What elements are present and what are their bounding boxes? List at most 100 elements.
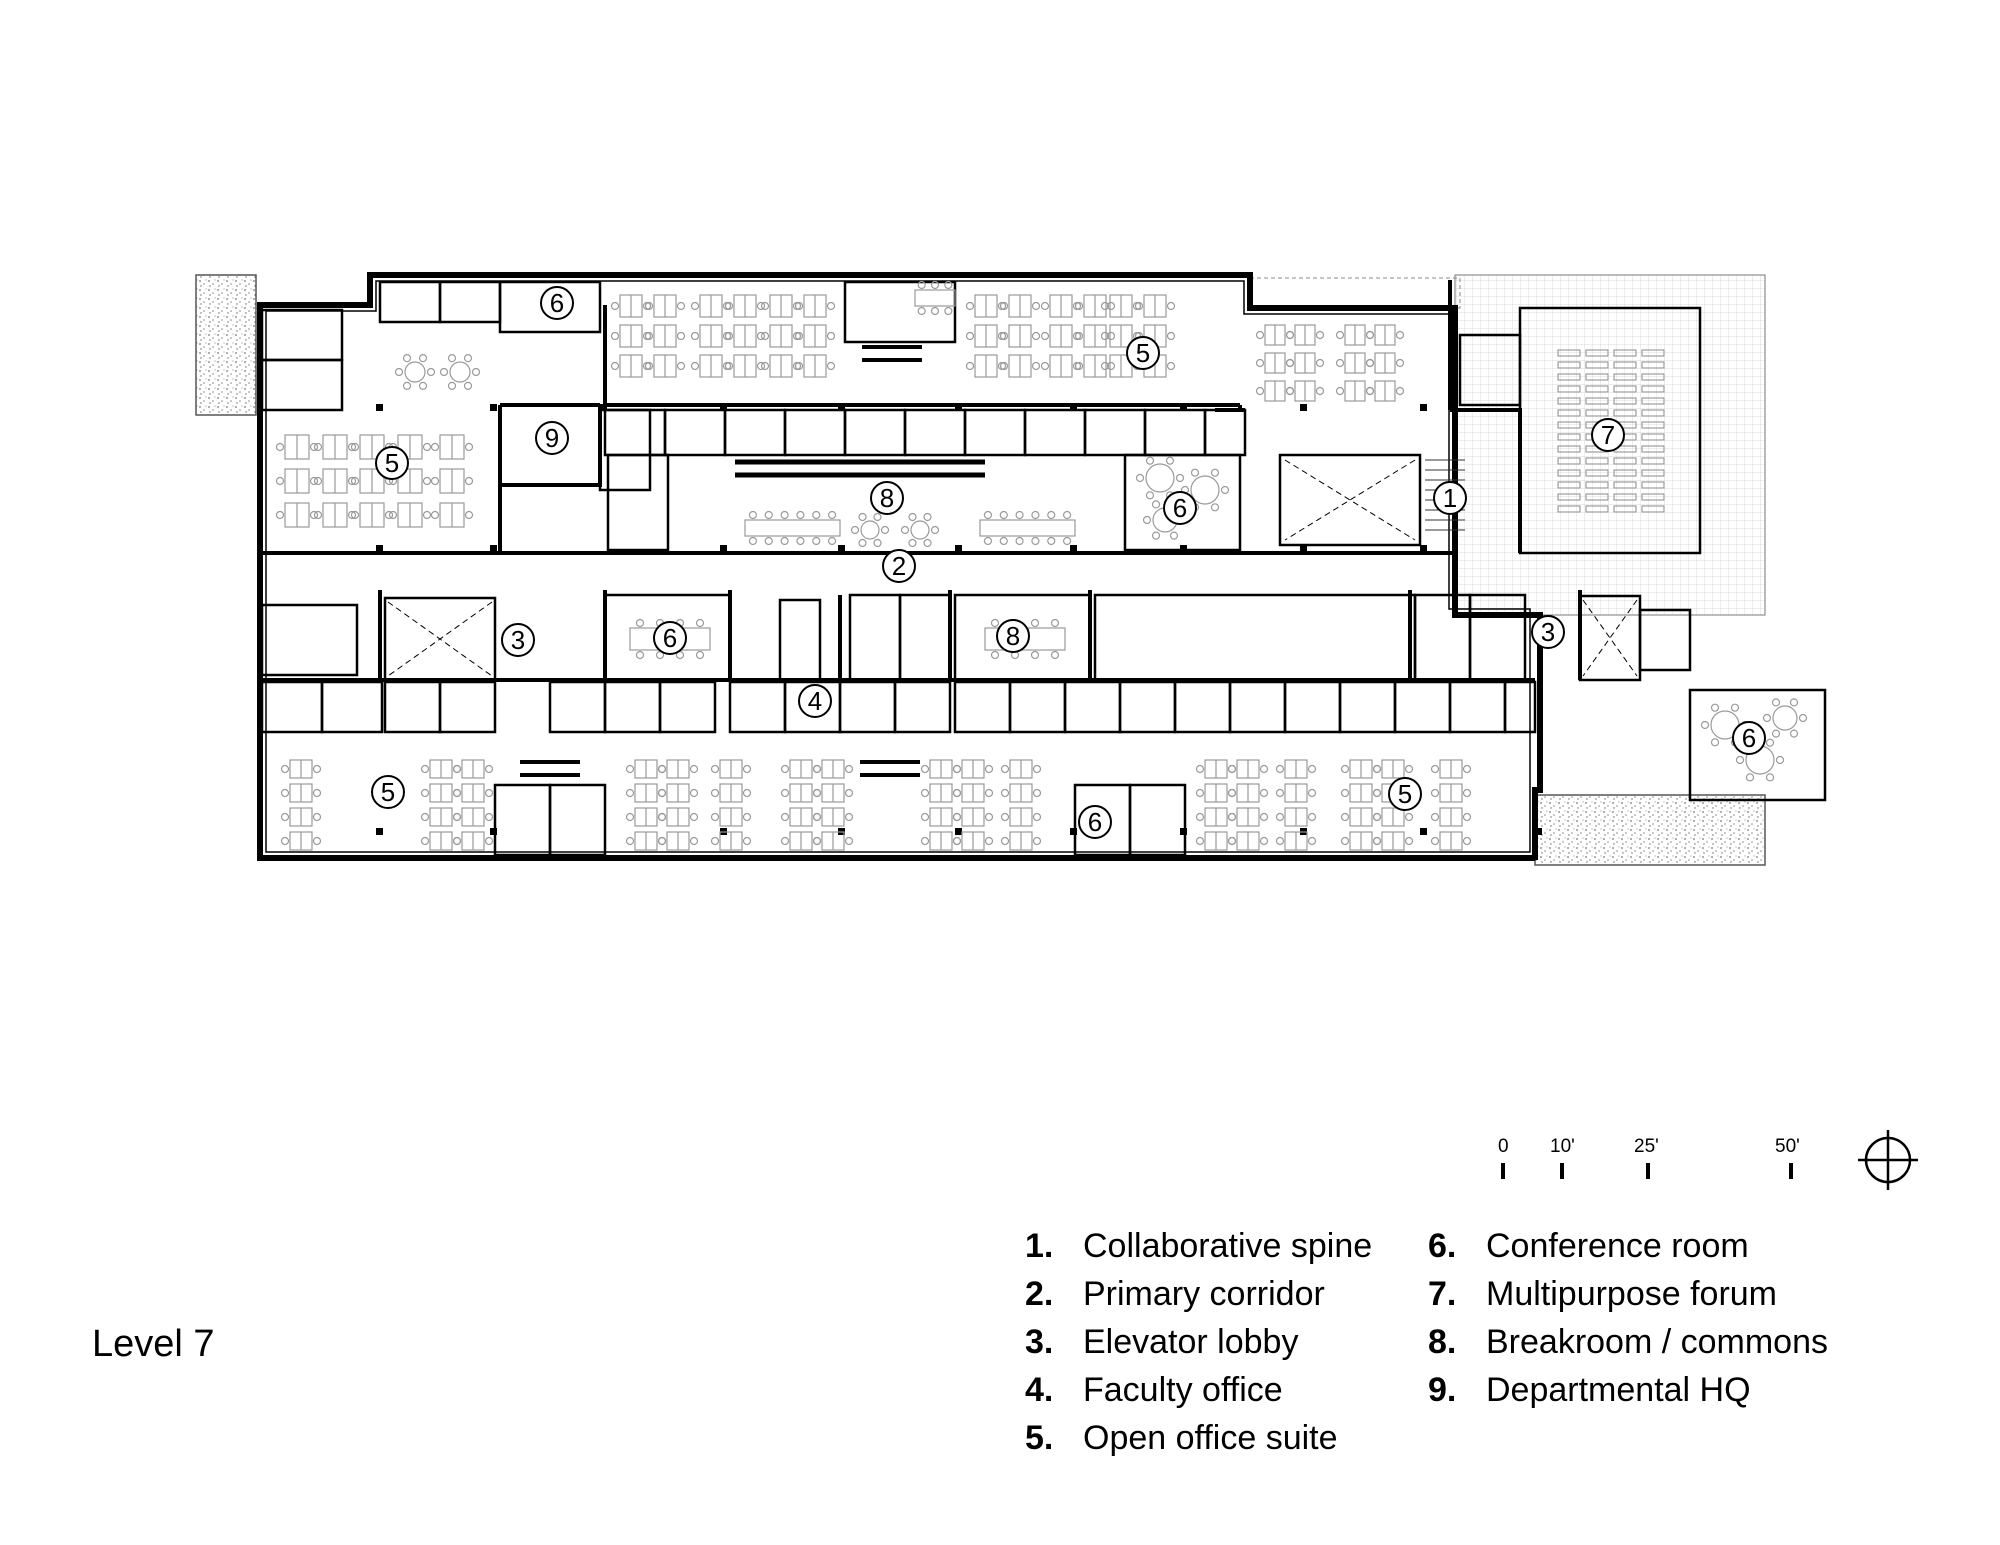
scale-tick-10 xyxy=(1560,1163,1564,1179)
legend-label: Multipurpose forum xyxy=(1486,1275,1778,1313)
forum-seat xyxy=(1613,409,1637,417)
forum-seat xyxy=(1613,469,1637,477)
room-atrium xyxy=(1278,453,1422,547)
workstation xyxy=(1365,380,1405,402)
forum-seat xyxy=(1557,421,1581,429)
forum-seat xyxy=(1557,445,1581,453)
workstation xyxy=(1340,783,1382,803)
workstation xyxy=(1335,380,1375,402)
room-tag-number: 6 xyxy=(1742,723,1756,753)
room-tag: 1 xyxy=(1433,481,1467,515)
workstation xyxy=(1372,807,1414,827)
room-elevator-w xyxy=(383,596,497,682)
legend-item: 3.Elevator lobby xyxy=(1025,1323,1372,1371)
workstation xyxy=(275,468,319,494)
room-mid-a xyxy=(848,593,902,682)
workstation xyxy=(275,434,319,460)
workstation xyxy=(313,434,357,460)
forum-seat xyxy=(1585,373,1609,381)
forum-seat xyxy=(1585,481,1609,489)
forum-seat xyxy=(1585,493,1609,501)
room-tag-number: 6 xyxy=(663,623,677,653)
workstation xyxy=(420,783,462,803)
exterior-wall xyxy=(257,272,1543,861)
workstation xyxy=(420,831,462,851)
furniture xyxy=(275,280,1808,851)
room-stair-w xyxy=(260,603,359,677)
workstation xyxy=(1227,759,1269,779)
workstation xyxy=(452,759,494,779)
forum-seat xyxy=(1641,361,1665,369)
workstation xyxy=(1040,354,1082,378)
legend-number: 2. xyxy=(1025,1275,1054,1313)
workstation xyxy=(313,502,357,528)
legend-item: 7.Multipurpose forum xyxy=(1428,1275,1828,1323)
room-breakroom-8 xyxy=(953,593,1092,682)
workstation xyxy=(1340,759,1382,779)
forum-seat xyxy=(1557,385,1581,393)
workstation xyxy=(625,783,667,803)
workstation xyxy=(280,783,322,803)
room-forum xyxy=(1518,306,1702,555)
workstation xyxy=(430,502,474,528)
workstation xyxy=(1195,831,1237,851)
forum-seat xyxy=(1585,349,1609,357)
workstation xyxy=(794,324,836,348)
workstation xyxy=(610,294,652,318)
workstation xyxy=(1195,759,1237,779)
room-nw-office-a xyxy=(260,308,344,362)
workstation xyxy=(1000,831,1042,851)
rooms xyxy=(260,280,1827,857)
workstation xyxy=(1255,380,1295,402)
room-tag: 7 xyxy=(1591,418,1625,452)
room-tag: 8 xyxy=(870,481,904,515)
workstation xyxy=(1285,352,1325,374)
legend-label: Collaborative spine xyxy=(1083,1227,1373,1265)
round-table xyxy=(850,512,890,548)
scale-label-0: 0 xyxy=(1498,1136,1509,1157)
workstation xyxy=(1285,380,1325,402)
legend-number: 6. xyxy=(1428,1227,1457,1265)
terrace-southeast xyxy=(1534,794,1766,866)
workstation xyxy=(710,831,752,851)
workstation xyxy=(794,294,836,318)
legend-item: 5.Open office suite xyxy=(1025,1419,1372,1467)
room-stair-e xyxy=(1638,608,1692,672)
workstation xyxy=(999,294,1041,318)
workstation xyxy=(1430,783,1472,803)
workstation xyxy=(1134,294,1176,318)
workstation xyxy=(690,354,732,378)
forum-seating xyxy=(1557,349,1665,513)
room-restroom-a xyxy=(606,453,670,552)
forum-seat xyxy=(1641,445,1665,453)
workstation xyxy=(280,807,322,827)
workstation xyxy=(625,807,667,827)
workstation xyxy=(452,783,494,803)
legend-label: Departmental HQ xyxy=(1486,1371,1751,1409)
forum-seat xyxy=(1557,505,1581,513)
room-tag: 2 xyxy=(882,549,916,583)
room-south-conf-d xyxy=(1128,783,1187,857)
workstation xyxy=(780,783,822,803)
forum-seat xyxy=(1641,385,1665,393)
room-tag-number: 3 xyxy=(511,625,525,655)
room-tag-number: 3 xyxy=(1541,617,1555,647)
room-tag-number: 6 xyxy=(1173,493,1187,523)
forum-seat xyxy=(1557,361,1581,369)
room-mid-b xyxy=(898,593,952,682)
workstation xyxy=(280,759,322,779)
forum-seat xyxy=(1585,409,1609,417)
forum-seat xyxy=(1557,349,1581,357)
office-row-north xyxy=(603,408,1247,457)
workstation xyxy=(1285,324,1325,346)
workstation xyxy=(1335,352,1375,374)
columns xyxy=(376,404,1542,835)
forum-seat xyxy=(1585,385,1609,393)
legend-item: 6.Conference room xyxy=(1428,1227,1828,1275)
workstation xyxy=(625,831,667,851)
room-north-office-2 xyxy=(438,280,502,324)
workstation xyxy=(965,294,1007,318)
scale-label-10: 10' xyxy=(1550,1136,1575,1157)
workstation xyxy=(920,807,962,827)
